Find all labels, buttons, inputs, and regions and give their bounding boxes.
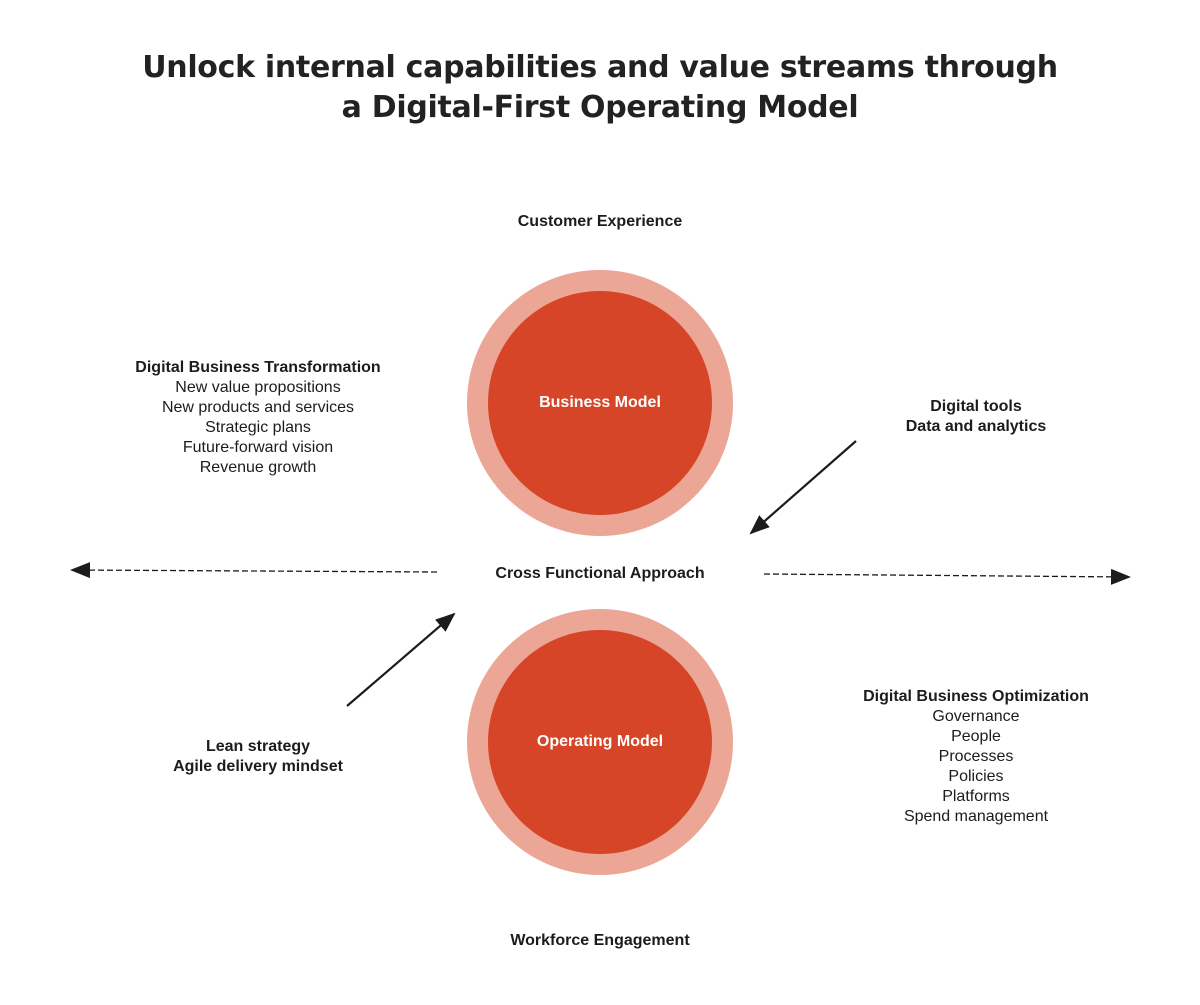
lean-strategy-arrow xyxy=(346,612,456,707)
business-model-circle: Business Model xyxy=(467,270,733,536)
digital-tools-block: Digital tools Data and analytics xyxy=(826,397,1126,437)
lean-block: Lean strategy Agile delivery mindset xyxy=(108,737,408,777)
lean-strategy-line: Lean strategy xyxy=(205,738,311,755)
business-model-label: Business Model xyxy=(539,394,661,411)
operating-model-circle: Operating Model xyxy=(467,609,733,875)
digital-tools-arrow xyxy=(749,440,857,535)
transformation-item: New products and services xyxy=(161,399,355,416)
optimization-item: Policies xyxy=(948,768,1004,785)
optimization-block: Digital Business Optimization Governance… xyxy=(826,687,1126,827)
right-dashed-arrow xyxy=(763,568,1131,585)
customer-experience-label: Customer Experience xyxy=(517,213,683,230)
optimization-item: Platforms xyxy=(942,788,1010,805)
operating-model-label: Operating Model xyxy=(536,733,664,750)
title-line-1: Unlock internal capabilities and value s… xyxy=(142,50,1058,85)
transformation-item: New value propositions xyxy=(175,379,341,396)
optimization-item: Governance xyxy=(932,708,1020,725)
transformation-block: Digital Business Transformation New valu… xyxy=(108,358,408,478)
title-line-2: a Digital-First Operating Model xyxy=(341,90,859,125)
left-dashed-arrow xyxy=(70,562,438,579)
business-model-core: Business Model xyxy=(488,291,712,515)
page-title: Unlock internal capabilities and value s… xyxy=(0,48,1200,128)
agile-delivery-line: Agile delivery mindset xyxy=(173,758,343,775)
transformation-item: Revenue growth xyxy=(199,459,317,476)
data-analytics-line: Data and analytics xyxy=(905,418,1047,435)
optimization-item: Spend management xyxy=(903,808,1049,825)
digital-tools-line: Digital tools xyxy=(930,398,1022,415)
workforce-engagement-label: Workforce Engagement xyxy=(510,932,690,949)
transformation-heading: Digital Business Transformation xyxy=(135,359,381,376)
operating-model-core: Operating Model xyxy=(488,630,712,854)
optimization-heading: Digital Business Optimization xyxy=(863,688,1089,705)
cross-functional-label: Cross Functional Approach xyxy=(495,565,705,582)
transformation-item: Strategic plans xyxy=(205,419,311,436)
transformation-item: Future-forward vision xyxy=(182,439,334,456)
optimization-item: Processes xyxy=(938,748,1014,765)
optimization-item: People xyxy=(951,728,1001,745)
